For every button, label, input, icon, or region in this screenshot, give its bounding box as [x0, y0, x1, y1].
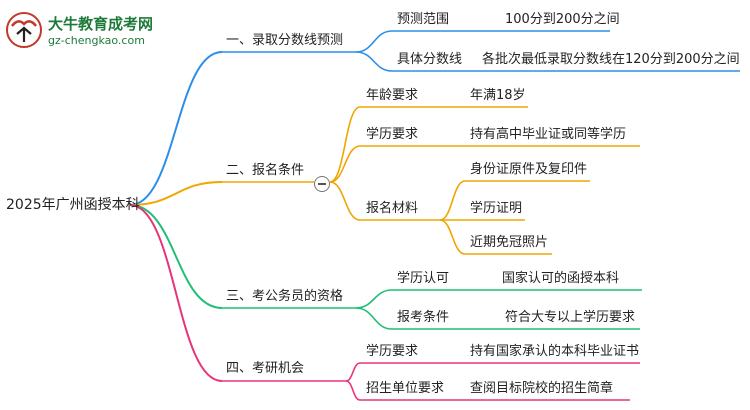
logo-title: 大牛教育成考网: [48, 15, 154, 33]
branch-node-registration[interactable]: 二、报名条件: [226, 163, 305, 178]
connector-b1-c1: [355, 30, 393, 53]
child-node-admission-unit[interactable]: 招生单位要求: [366, 381, 445, 396]
leaf-node-id-card[interactable]: 身份证原件及复印件: [470, 162, 588, 177]
leaf-node-forecast-range-value[interactable]: 100分到200分之间: [505, 12, 620, 27]
child-node-specific-line[interactable]: 具体分数线: [397, 52, 463, 67]
leaf-node-photo[interactable]: 近期免冠照片: [470, 235, 549, 250]
child-node-education-requirement[interactable]: 学历要求: [366, 127, 419, 142]
connector-root-branch3: [129, 204, 223, 309]
leaf-node-admission-unit-value[interactable]: 查阅目标院校的招生简章: [470, 381, 614, 396]
branch-node-score-forecast[interactable]: 一、录取分数线预测: [226, 33, 344, 48]
child-node-age-requirement[interactable]: 年龄要求: [366, 88, 419, 103]
child-node-materials[interactable]: 报名材料: [366, 201, 419, 216]
collapse-toggle-button[interactable]: [314, 176, 330, 192]
connector-b4-c2: [345, 380, 361, 401]
leaf-node-application-value[interactable]: 符合大专以上学历要求: [505, 310, 636, 325]
logo-url: gz-chengkao.com: [48, 34, 145, 47]
leaf-node-education-value[interactable]: 持有高中毕业证或同等学历: [470, 127, 627, 142]
connector-b2-c1: [329, 106, 361, 183]
connector-b1-c2: [355, 51, 393, 72]
connector-b4-c1: [345, 362, 361, 382]
connector-b2-leaf3: [439, 180, 466, 221]
leaf-node-age-value[interactable]: 年满18岁: [470, 88, 526, 103]
child-node-degree-recognition[interactable]: 学历认可: [397, 271, 450, 286]
branch-node-civil-service[interactable]: 三、考公务员的资格: [226, 289, 344, 304]
connector-root-branch4: [129, 204, 223, 382]
connector-b2-c3: [329, 181, 361, 221]
connector-root-branch2: [129, 181, 223, 206]
connector-b3-c2: [355, 307, 393, 330]
connector-root-branch1: [129, 51, 223, 206]
minus-icon: [318, 183, 326, 185]
leaf-node-education-proof[interactable]: 学历证明: [470, 201, 523, 216]
child-node-pg-education[interactable]: 学历要求: [366, 344, 419, 359]
root-node[interactable]: 2025年广州函授本科: [6, 197, 140, 213]
leaf-node-degree-recognition-value[interactable]: 国家认可的函授本科: [502, 271, 620, 286]
connector-b2-c2: [329, 145, 361, 183]
child-node-application-conditions[interactable]: 报考条件: [397, 310, 450, 325]
branch-node-postgraduate[interactable]: 四、考研机会: [226, 361, 305, 376]
connector-b3-c1: [355, 289, 393, 309]
child-node-forecast-range[interactable]: 预测范围: [397, 12, 450, 27]
bull-logo-icon: [6, 12, 42, 48]
connector-b2-leaf5: [439, 219, 466, 255]
site-logo[interactable]: 大牛教育成考网 gz-chengkao.com: [4, 6, 184, 52]
leaf-node-pg-education-value[interactable]: 持有国家承认的本科毕业证书: [470, 344, 640, 359]
leaf-node-specific-line-value[interactable]: 各批次最低录取分数线在120分到200分之间: [482, 52, 740, 67]
